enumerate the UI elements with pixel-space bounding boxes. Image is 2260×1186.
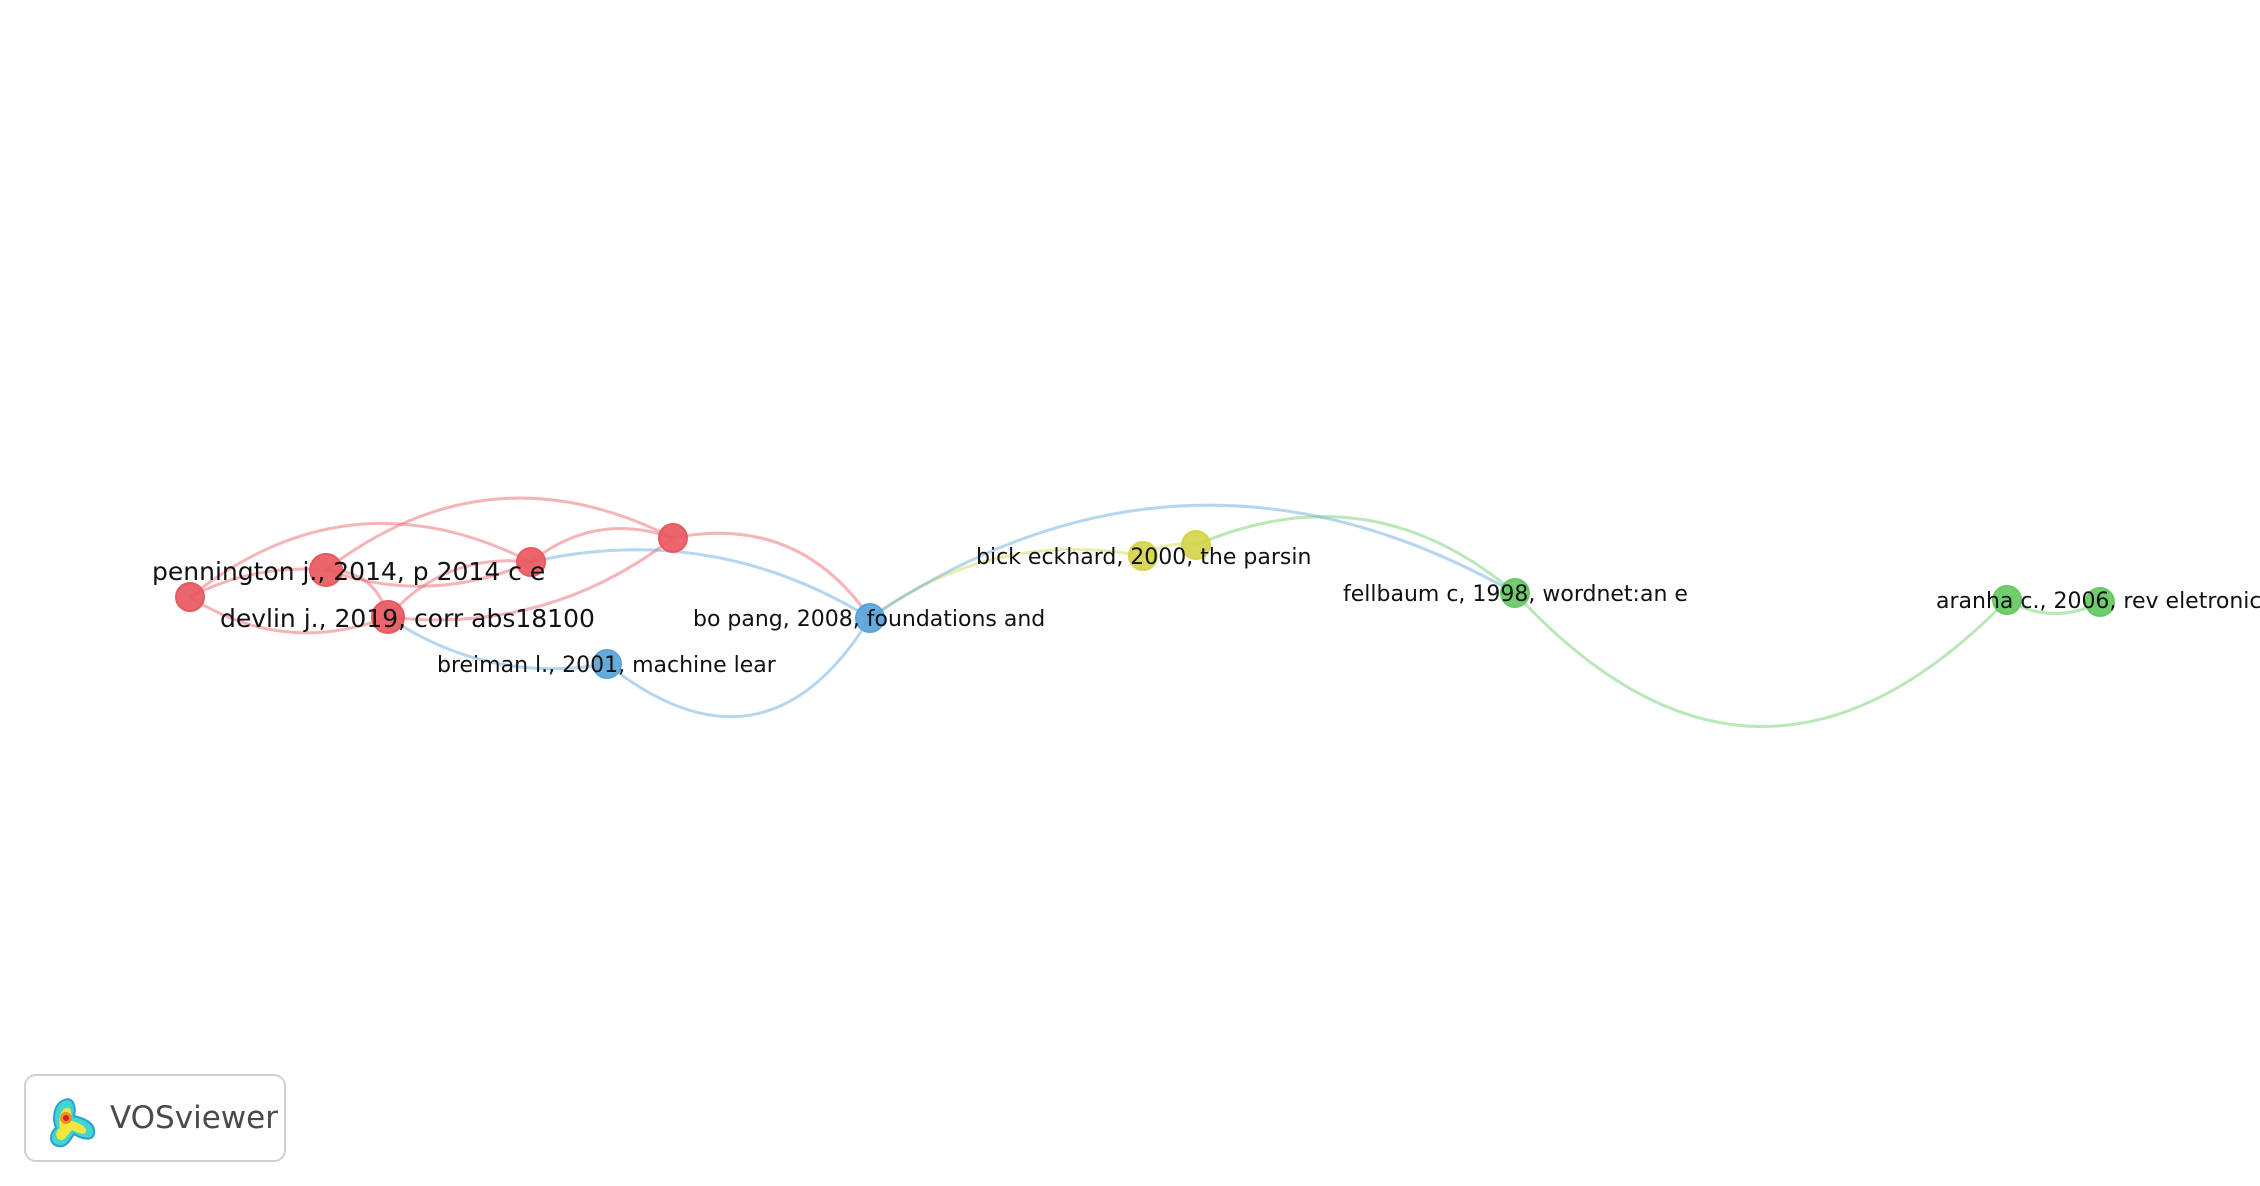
app-name: VOSviewer bbox=[110, 1100, 278, 1136]
edge-breiman-bopang bbox=[606, 617, 872, 719]
node-label-bopang[interactable]: bo pang, 2008, foundations and bbox=[693, 607, 1045, 632]
label-layer: pennington j., 2014, p 2014 c e devlin j.… bbox=[152, 545, 2260, 678]
node-label-bick[interactable]: bick eckhard, 2000, the parsin bbox=[976, 545, 1311, 570]
node-red_a[interactable] bbox=[175, 582, 205, 612]
edge-fellbaum-aranha bbox=[1513, 591, 2009, 728]
node-devlin[interactable] bbox=[371, 600, 405, 634]
node-label-aranha[interactable]: aranha c., 2006, rev eletronic bbox=[1936, 589, 2260, 614]
edge-devlin-red_b bbox=[386, 559, 532, 618]
node-red_c[interactable] bbox=[658, 523, 688, 553]
node-green_b[interactable] bbox=[2085, 587, 2115, 617]
node-label-pennington[interactable]: pennington j., 2014, p 2014 c e bbox=[152, 557, 545, 586]
edge-bopang-fellbaum bbox=[869, 503, 1516, 620]
node-layer bbox=[175, 523, 2115, 679]
node-pennington[interactable] bbox=[309, 553, 343, 587]
edge-devlin-breiman bbox=[387, 615, 608, 671]
edge-layer bbox=[189, 496, 2101, 728]
edge-devlin-red_c bbox=[387, 536, 674, 622]
node-red_b[interactable] bbox=[516, 547, 546, 577]
edge-pennington-red_b bbox=[325, 560, 532, 588]
edge-red_c-bopang bbox=[672, 531, 872, 619]
node-bopang[interactable] bbox=[855, 603, 885, 633]
node-aranha[interactable] bbox=[1992, 585, 2022, 615]
edge-red_a-devlin bbox=[189, 595, 389, 635]
vosviewer-logo: VOSviewer bbox=[24, 1074, 286, 1162]
edge-bopang-bick bbox=[869, 548, 1144, 620]
node-label-fellbaum[interactable]: fellbaum c, 1998, wordnet:an e bbox=[1343, 582, 1688, 607]
node-breiman[interactable] bbox=[592, 649, 622, 679]
node-fellbaum[interactable] bbox=[1500, 578, 1530, 608]
edge-yellow_b-fellbaum bbox=[1195, 515, 1516, 595]
edge-pennington-red_c bbox=[325, 496, 674, 572]
edge-red_b-bopang bbox=[530, 548, 871, 620]
edge-red_a-red_b bbox=[189, 521, 532, 599]
node-label-breiman[interactable]: breiman l., 2001, machine lear bbox=[437, 653, 777, 678]
edge-red_b-red_c bbox=[530, 527, 674, 564]
node-yellow_b[interactable] bbox=[1181, 530, 1211, 560]
node-label-devlin[interactable]: devlin j., 2019, corr abs18100 bbox=[220, 604, 595, 633]
node-bick[interactable] bbox=[1128, 541, 1158, 571]
vosviewer-heatmap-icon bbox=[50, 1098, 96, 1148]
